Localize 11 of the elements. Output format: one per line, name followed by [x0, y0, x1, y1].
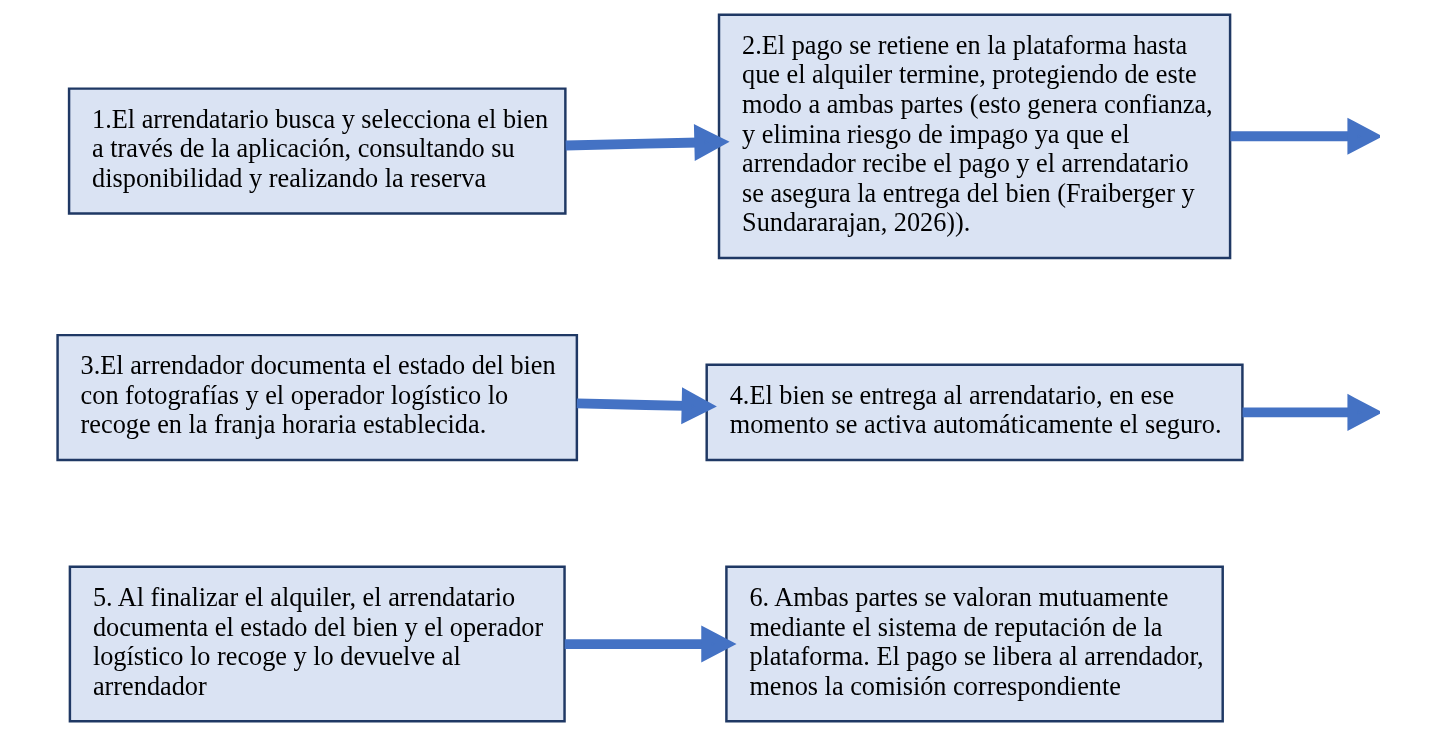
node-box: 6. Ambas partes se valoran mutuamente mediante el sistema de reputación de la plataforma. El pago se libera al arrendador, menos la comisión correspondiente — [724, 565, 1224, 723]
node-box: 5. Al finalizar el alquiler, el arrendatario documenta el estado del bien y el operador logístico lo recoge y lo devuelve al arrendador — [68, 565, 566, 723]
arrow — [1229, 117, 1380, 155]
node-box: 4.El bien se entrega al arrendatario, en ese momento se activa automáticamente el seguro. — [704, 363, 1244, 462]
node-box: 2.El pago se retiene en la plataforma hasta que el alquiler termine, protegiendo de este modo a ambas partes (esto genera confianza, y elimina riesgo de impago ya que el arrendador recibe el pago y el arrendatario se asegura la entrega del bien (Fraiberger y Sundararajan, 2026)). — [717, 13, 1231, 260]
arrow — [1242, 393, 1380, 431]
arrow — [564, 625, 737, 663]
arrow — [576, 387, 717, 425]
node-box: 3.El arrendador documenta el estado del bien con fotografías y el operador logístico lo recoge en la franja horaria establecida. — [55, 333, 578, 462]
arrow — [565, 124, 730, 162]
node-box: 1.El arrendatario busca y selecciona el bien a través de la aplicación, consultando su disponibilidad y realizando la reserva — [67, 87, 567, 215]
